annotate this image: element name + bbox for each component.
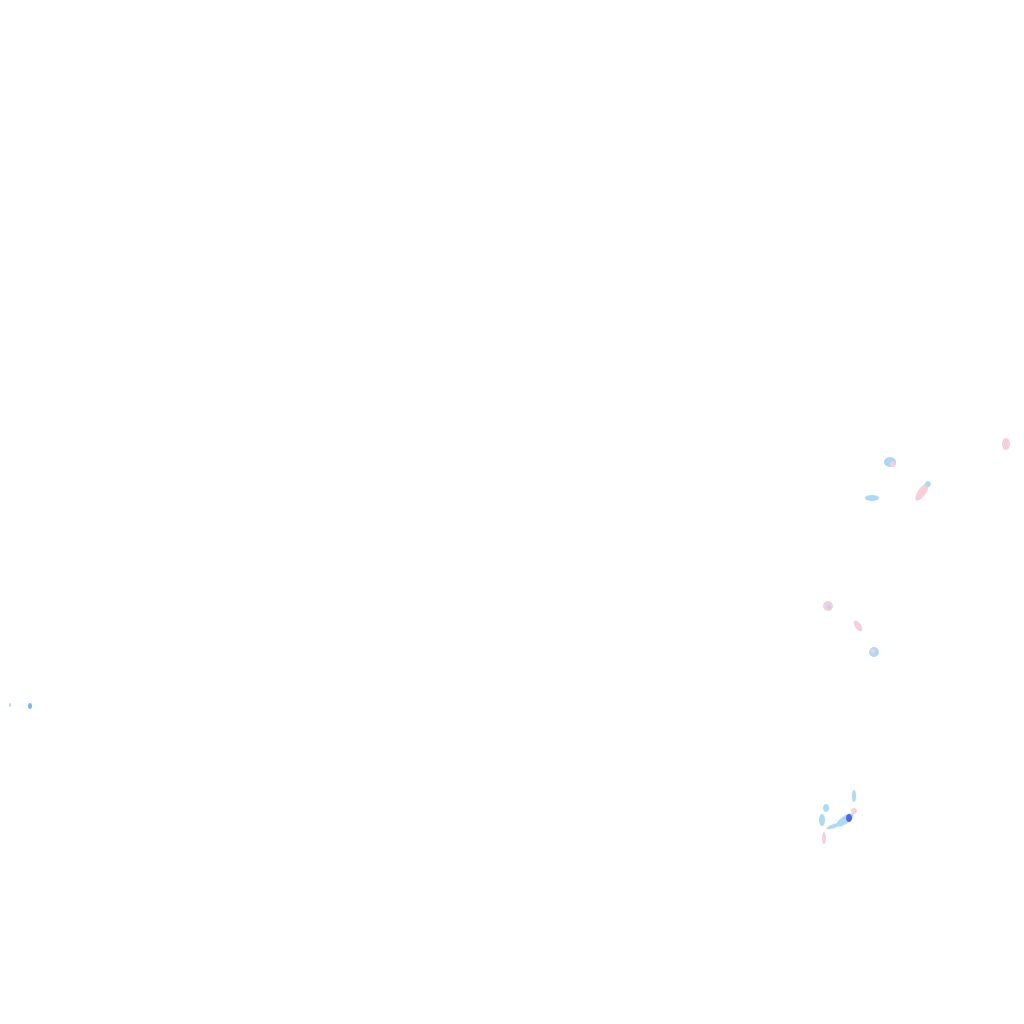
precipitation-cell	[819, 814, 825, 826]
precipitation-cell	[915, 483, 929, 501]
precipitation-cell	[852, 790, 856, 802]
precipitation-cell	[846, 814, 852, 822]
precipitation-cell	[871, 649, 875, 653]
precipitation-cell	[851, 808, 857, 814]
precipitation-cell	[890, 461, 896, 467]
precipitation-cell	[853, 620, 863, 632]
precipitation-cell	[865, 495, 879, 501]
precipitation-cell	[1002, 438, 1010, 450]
precipitation-cell	[827, 605, 831, 609]
precipitation-cell	[28, 703, 32, 709]
precipitation-cell	[823, 804, 829, 812]
precipitation-cell	[826, 822, 842, 830]
precipitation-cell	[925, 481, 931, 487]
precipitation-cell	[9, 703, 11, 707]
precipitation-cell	[822, 832, 826, 844]
